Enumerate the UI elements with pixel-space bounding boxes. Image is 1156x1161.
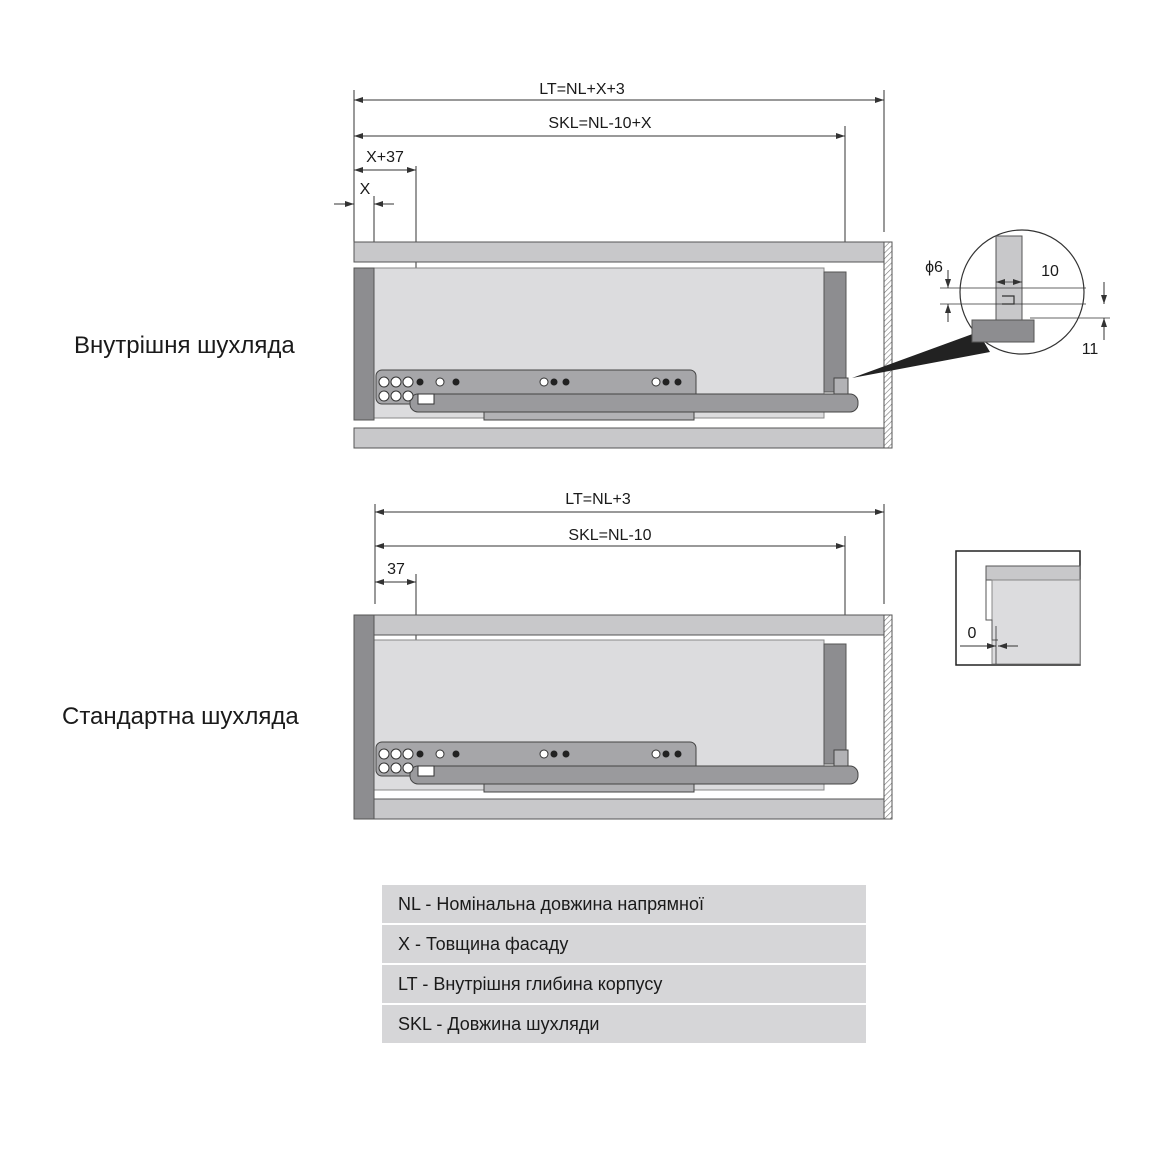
top-runner-end-hook [833,377,849,395]
legend-row-lt: LT - Внутрішня глибина корпусу [382,965,866,1003]
top-dim-x: X [360,181,371,198]
legend-table: NL - Номінальна довжина напрямної X - То… [382,885,866,1045]
bottom-drawer-diagram: LT=NL+3 SKL=NL-10 37 [353,491,1081,820]
legend-row-nl: NL - Номінальна довжина напрямної [382,885,866,923]
top-dim-skl: SKL=NL-10+X [548,115,652,132]
bottom-cabinet-back-wall [883,614,893,820]
top-dim-x37: X+37 [366,149,404,166]
legend-row-skl: SKL - Довжина шухляди [382,1005,866,1043]
bottom-runner-lock [417,765,435,777]
top-runner-holes [378,376,661,402]
legend-row-x: X - Товщина фасаду [382,925,866,963]
legend-text-x: X - Товщина фасаду [398,933,569,954]
legend-text-nl: NL - Номінальна довжина напрямної [398,893,705,914]
top-dim-lt: LT=NL+X+3 [539,81,625,98]
bottom-dim-37: 37 [387,561,405,578]
top-drawer-diagram: LT=NL+X+3 SKL=NL-10+X X+37 X [334,81,1110,449]
top-detail-10: 10 [1041,263,1059,280]
top-detail-circle [940,229,1110,355]
top-cabinet-back-wall [883,241,893,449]
top-cabinet-bottom-panel [353,427,885,449]
top-runner-rail [409,393,859,413]
top-detail-11: 11 [1082,341,1099,358]
bottom-runner-rail [409,765,859,785]
bottom-cabinet-top-panel [373,614,885,636]
bottom-runner-holes [378,748,661,774]
bottom-detail-box [955,550,1081,666]
top-drawer-label: Внутрішня шухляда [74,332,295,359]
top-drawer-front [353,267,375,421]
bottom-detail-0: 0 [968,625,977,642]
bottom-runner-screws [416,750,682,758]
bottom-drawer-front [353,614,375,820]
bottom-runner-end-hook [833,749,849,767]
bottom-dim-lt: LT=NL+3 [565,491,631,508]
top-runner-screws [416,378,682,386]
bottom-dim-skl: SKL=NL-10 [568,527,651,544]
top-detail-pointer [852,332,990,378]
legend-text-lt: LT - Внутрішня глибина корпусу [398,973,663,994]
legend-text-skl: SKL - Довжина шухляди [398,1013,600,1034]
top-detail-diameter: ϕ6 [925,259,943,276]
bottom-drawer-label: Стандартна шухляда [62,703,299,730]
top-runner-lower-rail [483,411,695,421]
top-cabinet-top-panel [353,241,885,263]
bottom-runner-lower-rail [483,783,695,793]
bottom-drawer-back [823,643,847,765]
top-runner-lock [417,393,435,405]
top-drawer-back [823,271,847,393]
bottom-cabinet-bottom-panel [373,798,885,820]
